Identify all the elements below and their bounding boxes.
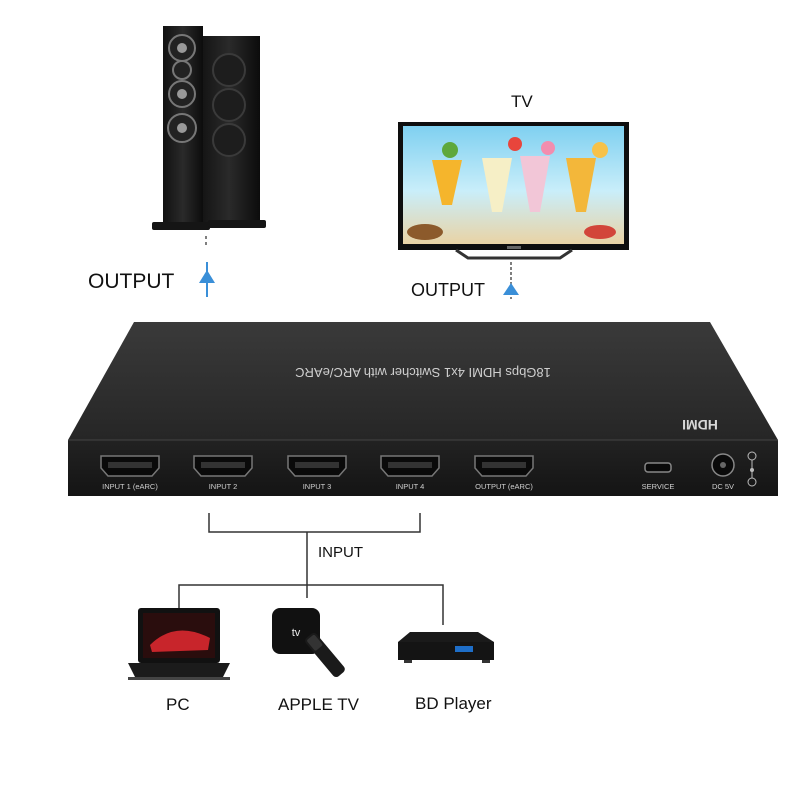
port-label-input-1: INPUT 1 (eARC) [102,482,158,491]
speaker-output-arrow [199,262,215,297]
hdmi-port-input-3 [287,455,347,477]
bd-player-label: BD Player [415,694,492,713]
port-label-input-2: INPUT 2 [209,482,238,491]
pc-label: PC [166,695,190,714]
service-label: SERVICE [642,482,675,491]
apple-tv-image: tv [272,608,345,678]
tv-image [398,122,629,260]
input-label: INPUT [318,544,363,561]
hdmi-port-input-2 [193,455,253,477]
polarity-icon [747,451,757,487]
speakers-image [152,26,266,248]
dc-power-jack [711,453,735,477]
input-connection-lines [178,513,444,625]
port-label-input-3: INPUT 3 [303,482,332,491]
port-label-output: OUTPUT (eARC) [475,482,533,491]
hdmi-port-input-1 [100,455,160,477]
service-port [644,462,672,473]
svg-text:tv: tv [292,627,301,639]
tv-output-label: OUTPUT [411,280,485,300]
hdmi-port-output [474,455,534,477]
hdmi-port-input-4 [380,455,440,477]
pc-laptop-image [128,608,230,680]
tv-output-arrow [503,262,519,299]
device-top-text: 18Gbps HDMI 4x1 Switcher with ARC/eARC [295,365,551,380]
bd-player-image [398,632,494,663]
dc-label: DC 5V [712,482,734,491]
hdmi-logo: HDMI [682,417,718,433]
apple-tv-label: APPLE TV [278,695,359,714]
svg-text:HDMI: HDMI [682,417,718,433]
port-label-input-4: INPUT 4 [396,482,425,491]
speaker-output-label: OUTPUT [88,270,175,293]
tv-label: TV [511,92,533,111]
